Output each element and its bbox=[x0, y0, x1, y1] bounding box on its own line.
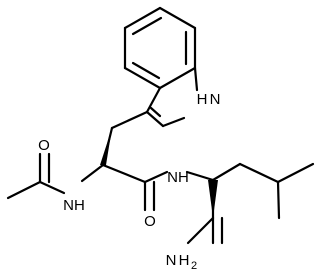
amide-oxygen-label: O bbox=[144, 213, 156, 230]
bond bbox=[276, 162, 315, 184]
bond bbox=[145, 86, 162, 114]
bond bbox=[158, 66, 197, 90]
bond bbox=[101, 163, 147, 184]
bond bbox=[131, 16, 163, 36]
indole-n-label: N bbox=[210, 91, 221, 108]
bond bbox=[158, 6, 197, 30]
bond bbox=[149, 106, 162, 118]
stereo-wedge bbox=[208, 180, 218, 218]
bond bbox=[110, 110, 149, 130]
bond bbox=[193, 66, 199, 92]
bond bbox=[123, 6, 162, 30]
bond bbox=[145, 110, 165, 128]
stereo-wedge bbox=[100, 128, 112, 165]
amide-h-label: H bbox=[179, 252, 190, 269]
bond bbox=[161, 116, 186, 128]
amide-n-label: N bbox=[166, 252, 177, 269]
bond bbox=[211, 162, 242, 182]
bond-skeleton bbox=[6, 6, 315, 245]
peptide-nh-label: NH bbox=[167, 169, 189, 186]
bond bbox=[80, 163, 105, 183]
amide-h-subscript: 2 bbox=[191, 260, 197, 272]
bond bbox=[276, 180, 281, 220]
bond bbox=[238, 162, 280, 184]
bond bbox=[185, 170, 215, 182]
acetyl-oxygen-label: O bbox=[38, 137, 50, 154]
bond bbox=[186, 216, 215, 245]
acetyl-nh-label: NH bbox=[63, 197, 85, 214]
bond bbox=[123, 66, 162, 90]
bond bbox=[6, 180, 42, 200]
bond bbox=[131, 61, 161, 80]
indole-h-label: H bbox=[197, 91, 208, 108]
bond bbox=[38, 180, 66, 195]
bond bbox=[143, 170, 169, 184]
